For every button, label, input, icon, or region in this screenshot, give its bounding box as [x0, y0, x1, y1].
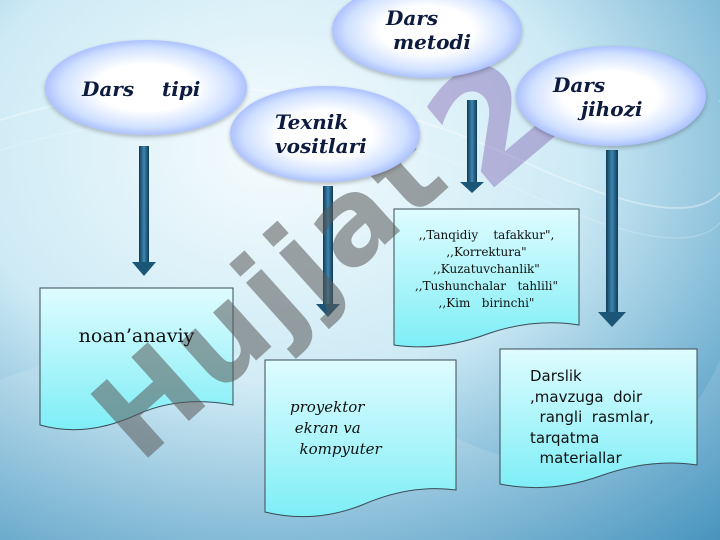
box-texnik-shape — [264, 359, 457, 518]
box-jihoz-shape — [499, 348, 698, 489]
arrow-dars-metodi — [460, 100, 484, 193]
box-jihoz-text: Darslik ,mavzuga doir rangli rasmlar, ta… — [530, 367, 654, 467]
label-dars-metodi: Dars metodi — [386, 6, 472, 54]
box-noananaviy-text: noan’anaviy — [78, 325, 195, 347]
arrow-texnik-vositalari — [316, 186, 340, 317]
arrow-dars-tipi — [132, 146, 156, 276]
oval-texnik-vositalari — [230, 86, 420, 182]
label-texnik-vositalari: Texnik vositlari — [275, 110, 367, 158]
arrow-dars-jihozi — [598, 150, 626, 327]
oval-dars-tipi — [45, 40, 247, 135]
box-texnik-text: proyektor ekran va kompyuter — [290, 398, 382, 458]
label-dars-tipi: Dars tipi — [82, 77, 201, 101]
box-metodlar-shape — [393, 208, 580, 348]
box-noananaviy-shape — [39, 287, 234, 431]
box-metodlar-text: ,,Tanqidiy tafakkur", ,,Korrektura" ,,Ku… — [414, 228, 559, 310]
oval-dars-jihozi — [516, 46, 706, 146]
oval-dars-metodi — [332, 0, 522, 78]
label-dars-jihozi: Dars jihozi — [553, 73, 643, 121]
